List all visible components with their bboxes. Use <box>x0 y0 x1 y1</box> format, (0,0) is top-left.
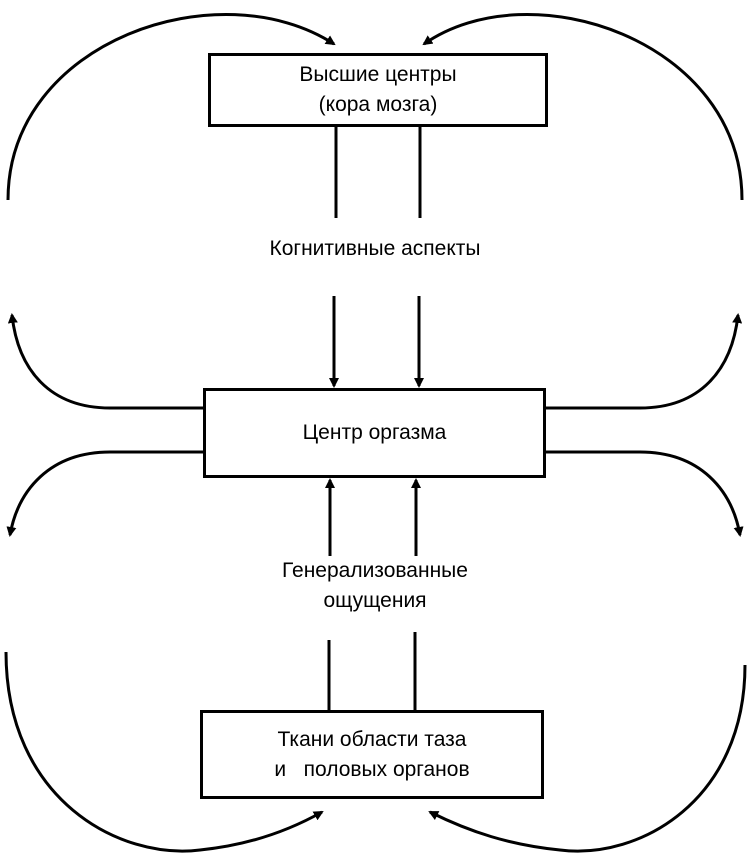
higher-centers-subtitle: (кора мозга) <box>318 93 438 116</box>
pelvic-tissues-subtitle: и половых органов <box>274 757 470 781</box>
generalized-line2: ощущения <box>323 589 427 612</box>
higher-centers-title: Высшие центры <box>299 63 457 86</box>
curve-mid-right-up <box>545 313 743 410</box>
orgasm-center-title: Центр оргазма <box>302 421 447 444</box>
feedback-curve-top-left <box>6 13 336 201</box>
higher-centers-box: Высшие центры (кора мозга) <box>208 53 548 127</box>
curve-mid-right-down <box>545 450 744 537</box>
feedback-curve-bottom-right <box>428 664 747 853</box>
orgasm-center-box: Центр оргазма <box>203 388 546 478</box>
feedback-curve-bottom-left <box>4 651 324 853</box>
generalized-sensations-label: Генерализованные ощущения <box>200 556 550 616</box>
pelvic-tissues-box: Ткани области таза и половых органов <box>200 710 544 799</box>
curve-mid-left-down <box>6 450 203 537</box>
curve-mid-left-up <box>7 313 203 410</box>
cognitive-aspects-label: Когнитивные аспекты <box>269 237 481 260</box>
pelvic-tissues-title: Ткани области таза <box>277 727 467 751</box>
generalized-line1: Генерализованные <box>282 559 468 582</box>
feedback-curve-top-right <box>422 13 744 201</box>
